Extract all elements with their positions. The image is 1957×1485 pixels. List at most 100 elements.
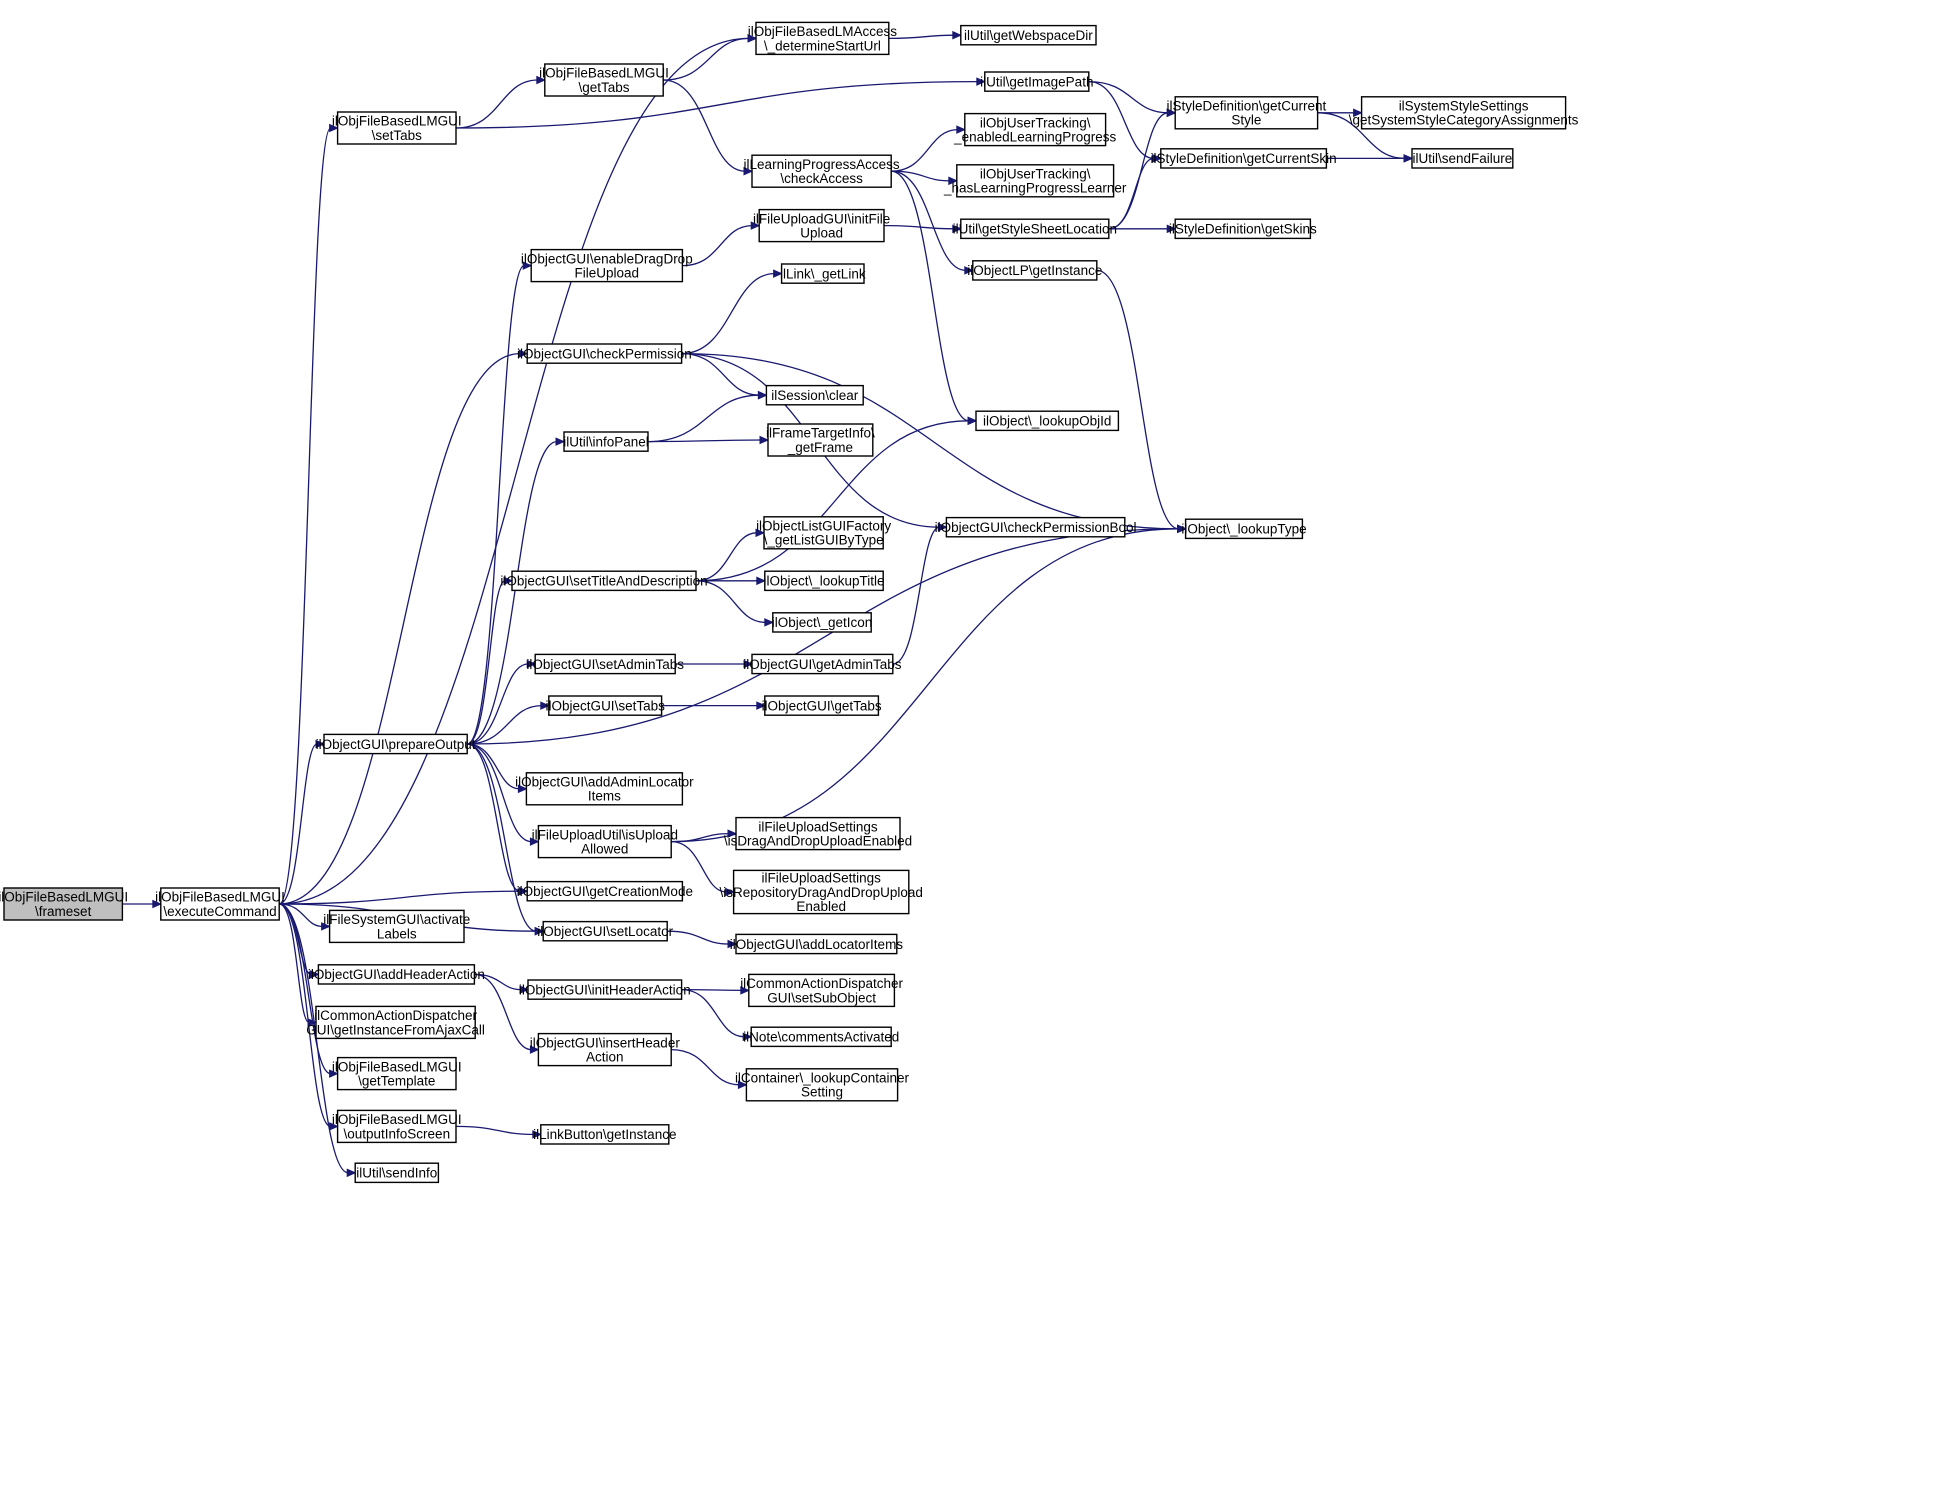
node-box: [975, 410, 1120, 432]
node-label-line: \isDragAndDropUploadEnabled: [724, 834, 912, 849]
arrowhead: [309, 970, 320, 979]
node-label-line: ilObjectGUI\initHeaderAction: [519, 982, 691, 997]
arrowhead: [757, 390, 768, 400]
edge-n4-to-n12: [663, 79, 754, 176]
edge-n10-to-n9: [1326, 154, 1414, 163]
node-n28[interactable]: ilObjectGUI\setTitleAndDescription: [500, 570, 708, 592]
node-n22[interactable]: ilObject\_lookupObjId: [975, 410, 1120, 432]
edge-n18-to-n27: [1096, 269, 1187, 534]
node-label-line: ilObjectGUI\checkPermissionBool: [935, 520, 1137, 535]
node-n47[interactable]: ilCommonActionDispatcherGUI\getInstanceF…: [306, 1005, 485, 1040]
node-n53[interactable]: ilLinkButton\getInstance: [533, 1124, 676, 1145]
node-box: [563, 431, 649, 452]
node-n1[interactable]: ilObjFileBasedLMGUI\executeCommand: [155, 887, 285, 921]
arrowhead: [321, 922, 331, 931]
node-n52[interactable]: ilObjFileBasedLMGUI\outputInfoScreen: [332, 1109, 462, 1144]
node-n31[interactable]: ilObjectGUI\setAdminTabs: [526, 653, 684, 675]
node-n6[interactable]: ilUtil\getImagePath: [980, 71, 1093, 92]
node-n40[interactable]: ilObjectGUI\getCreationMode: [517, 880, 693, 902]
node-label-line: ilObjectGUI\setLocator: [537, 924, 673, 939]
node-n12[interactable]: ilLearningProgressAccess\checkAccess: [744, 154, 900, 188]
arrowhead: [329, 1069, 339, 1078]
edge-n45-to-n46: [681, 986, 751, 995]
node-n38[interactable]: ilFileUploadSettings\isDragAndDropUpload…: [724, 816, 912, 851]
node-n4[interactable]: ilObjFileBasedLMGUI\getTabs: [539, 63, 669, 97]
node-n43[interactable]: ilObjectGUI\addLocatorItems: [730, 933, 904, 955]
node-n29[interactable]: ilObject\_lookupTitle: [763, 570, 885, 592]
node-label-line: ilObjectGUI\setTitleAndDescription: [500, 574, 707, 589]
node-n2[interactable]: ilObjFileBasedLMAccess\_determineStartUr…: [748, 21, 898, 56]
node-label-line: \setTabs: [372, 128, 423, 143]
arrowhead: [948, 176, 959, 186]
node-n11[interactable]: ilObjUserTracking\_enabledLearningProgre…: [953, 112, 1117, 147]
node-box: [511, 570, 697, 592]
node-label-line: ilUtil\getWebspaceDir: [964, 28, 1093, 43]
node-n39[interactable]: ilFileUploadSettings\isRepositoryDragAnd…: [720, 869, 923, 915]
node-n33[interactable]: ilObjectGUI\setTabs: [546, 695, 666, 716]
node-label-line: ilCommonActionDispatcher: [740, 976, 903, 991]
node-label-line: ilObjectGUI\prepareOutput: [316, 737, 476, 752]
arrowhead: [529, 1045, 540, 1054]
node-n10[interactable]: ilStyleDefinition\getCurrentSkin: [1151, 148, 1337, 169]
node-n25[interactable]: ilObjectListGUIFactory\_getListGUIByType: [756, 516, 891, 550]
node-n32[interactable]: ilObjectGUI\getAdminTabs: [743, 653, 902, 675]
node-n21[interactable]: ilSession\clear: [765, 384, 864, 406]
node-n27[interactable]: ilObject\_lookupType: [1181, 518, 1307, 540]
node-n34[interactable]: ilObjectGUI\getTabs: [762, 695, 882, 716]
node-label-line: ilLink\_getLink: [780, 266, 866, 281]
node-n24[interactable]: ilFrameTargetInfo\_getFrame: [766, 423, 875, 457]
node-n13[interactable]: ilObjUserTracking\_hasLearningProgressLe…: [943, 164, 1127, 198]
edge-n1-to-n35: [278, 739, 326, 905]
node-n15[interactable]: ilUtil\getStyleSheetLocation: [953, 218, 1117, 240]
node-n8[interactable]: ilSystemStyleSettings\getSystemStyleCate…: [1349, 96, 1579, 130]
arrowhead: [727, 939, 738, 949]
node-label-line: ilObjectGUI\addLocatorItems: [730, 937, 904, 952]
node-n48[interactable]: ilNote\commentsActivated: [743, 1026, 899, 1048]
node-label-line: ilObjectGUI\setTabs: [546, 698, 666, 713]
node-n9[interactable]: ilUtil\sendFailure: [1411, 148, 1514, 169]
edge-n35-to-n31: [467, 659, 537, 745]
node-n0[interactable]: ilObjFileBasedLMGUI\frameset: [0, 887, 128, 921]
node-n20[interactable]: ilObjectGUI\checkPermission: [517, 343, 692, 364]
node-n16[interactable]: ilStyleDefinition\getSkins: [1169, 218, 1317, 240]
node-n30[interactable]: ilObject\_getIcon: [772, 612, 873, 633]
arrowhead: [956, 125, 967, 134]
edge-n12-to-n11: [891, 125, 967, 172]
node-n50[interactable]: ilObjFileBasedLMGUI\getTemplate: [332, 1056, 462, 1091]
node-n45[interactable]: ilObjectGUI\initHeaderAction: [519, 979, 691, 1000]
node-box: [765, 384, 864, 406]
node-n3[interactable]: ilUtil\getWebspaceDir: [960, 24, 1097, 46]
node-n23[interactable]: ilUtil\infoPanel: [563, 431, 649, 452]
node-n35[interactable]: ilObjectGUI\prepareOutput: [316, 733, 476, 755]
edge-n0-to-n1: [122, 899, 163, 909]
node-label-line: Labels: [377, 926, 417, 941]
node-n42[interactable]: ilObjectGUI\setLocator: [537, 920, 674, 942]
node-n19[interactable]: ilLink\_getLink: [780, 263, 866, 284]
arrowhead: [743, 659, 754, 669]
arrowhead: [529, 837, 540, 846]
node-box: [1360, 96, 1567, 130]
node-n44[interactable]: ilObjectGUI\addHeaderAction: [308, 964, 485, 985]
node-label-line: ilObject\_lookupObjId: [983, 414, 1111, 429]
node-label-line: Action: [586, 1050, 624, 1065]
node-label-line: ilNote\commentsActivated: [743, 1030, 899, 1045]
arrowhead: [315, 739, 326, 749]
node-n5[interactable]: ilObjFileBasedLMGUI\setTabs: [332, 111, 462, 145]
node-label-line: ilObjFileBasedLMGUI: [539, 66, 669, 81]
node-n26[interactable]: ilObjectGUI\checkPermissionBool: [935, 516, 1137, 538]
node-box: [960, 24, 1097, 46]
node-box: [751, 154, 892, 188]
node-box: [527, 979, 683, 1000]
node-n54[interactable]: ilUtil\sendInfo: [354, 1162, 440, 1184]
arrowhead: [976, 77, 987, 86]
node-n18[interactable]: ilObjectLP\getInstance: [967, 260, 1102, 281]
